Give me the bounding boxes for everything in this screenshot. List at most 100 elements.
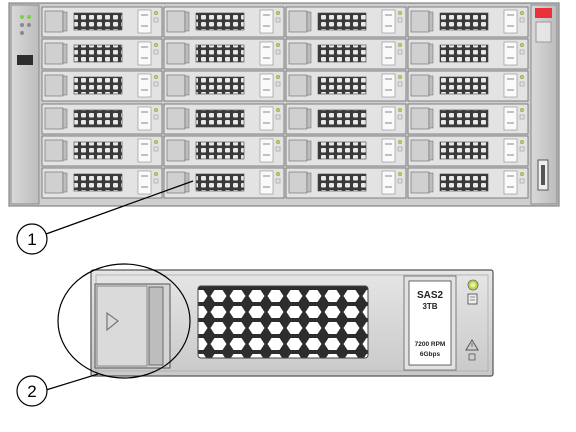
drive-bay[interactable] — [407, 38, 529, 70]
drive-bays — [41, 6, 529, 199]
drive-bay[interactable] — [163, 70, 285, 102]
release-latch[interactable] — [94, 283, 171, 369]
drive-bay-indicator-icon — [519, 49, 525, 55]
left-mounting-ear — [10, 4, 40, 205]
drive-bay-latch[interactable] — [44, 139, 64, 162]
drive-bay-vent — [195, 76, 245, 95]
drive-bay-latch[interactable] — [44, 74, 64, 97]
drive-bay-latch-edge — [428, 172, 434, 193]
drive-bay-label — [137, 138, 152, 163]
drive-bay[interactable] — [163, 167, 285, 199]
drive-bay-vent — [439, 109, 489, 128]
drive-bay[interactable] — [41, 103, 163, 135]
drive-bay-led-icon — [520, 43, 525, 48]
drive-bay[interactable] — [407, 167, 529, 199]
drive-bay-latch[interactable] — [166, 139, 186, 162]
drive-bay-led-icon — [520, 10, 525, 15]
right-ear-port-slot — [541, 165, 545, 185]
drive-bay[interactable] — [41, 6, 163, 38]
drive-bay-led-icon — [276, 171, 281, 176]
drive-bay-label — [503, 106, 518, 131]
warning-icon — [465, 339, 479, 351]
drive-bay-latch[interactable] — [288, 42, 308, 65]
drive-bay[interactable] — [285, 135, 407, 167]
drive-bay-vent — [317, 173, 367, 192]
drive-bay[interactable] — [285, 38, 407, 70]
drive-bay-label — [137, 41, 152, 66]
drive-bay[interactable] — [163, 38, 285, 70]
drive-bay-latch[interactable] — [44, 107, 64, 130]
drive-bay-latch[interactable] — [44, 10, 64, 33]
small-indicator-icon — [468, 353, 476, 361]
drive-bay-indicator-icon — [275, 178, 281, 184]
callout-1: 1 — [16, 180, 194, 255]
drive-bay-latch-edge — [428, 11, 434, 32]
drive-bay-latch[interactable] — [166, 74, 186, 97]
drive-bay-vent — [317, 76, 367, 95]
drive-bay[interactable] — [285, 6, 407, 38]
drive-bay-led-icon — [153, 10, 158, 15]
drive-bay-label — [137, 106, 152, 131]
drive-bay-led-icon — [520, 139, 525, 144]
drive-bay-latch-edge — [184, 75, 190, 96]
drive-bay-latch[interactable] — [166, 107, 186, 130]
brand-badge — [535, 8, 552, 18]
drive-bay-label — [259, 138, 274, 163]
drive-bay-latch[interactable] — [410, 139, 430, 162]
drive-bay-label — [259, 73, 274, 98]
drive-bay[interactable] — [407, 70, 529, 102]
drive-bay[interactable] — [41, 167, 163, 199]
drive-bay[interactable] — [163, 103, 285, 135]
drive-bay[interactable] — [407, 6, 529, 38]
drive-bay[interactable] — [41, 135, 163, 167]
drive-bay-indicator-icon — [397, 49, 403, 55]
drive-bay-latch[interactable] — [410, 42, 430, 65]
drive-bay[interactable] — [41, 38, 163, 70]
drive-bay-latch[interactable] — [410, 74, 430, 97]
drive-bay-indicator-icon — [397, 146, 403, 152]
drive-bay-latch-edge — [62, 108, 68, 129]
drive-bay-label — [259, 9, 274, 34]
drive-bay-indicator-icon — [275, 114, 281, 120]
drive-bay-latch[interactable] — [288, 10, 308, 33]
drive-bay[interactable] — [41, 70, 163, 102]
right-ear-vent — [535, 21, 552, 43]
drive-bay-indicator-icon — [275, 146, 281, 152]
drive-bay-latch[interactable] — [410, 171, 430, 194]
drive-bay-latch-edge — [428, 140, 434, 161]
drive-bay-latch[interactable] — [166, 42, 186, 65]
drive-bay-label — [503, 138, 518, 163]
drive-bay-label — [381, 9, 396, 34]
drive-bay[interactable] — [285, 70, 407, 102]
drive-bay-latch[interactable] — [288, 107, 308, 130]
chassis-led-icon — [27, 23, 31, 27]
drive-bay-led-icon — [520, 74, 525, 79]
drive-bay-led-icon — [153, 171, 158, 176]
drive-bay-latch[interactable] — [410, 107, 430, 130]
drive-bay-latch[interactable] — [166, 10, 186, 33]
drive-bay-indicator-icon — [153, 17, 159, 23]
callout-2: 2 — [16, 373, 99, 407]
drive-bay[interactable] — [285, 103, 407, 135]
drive-bay-vent — [195, 12, 245, 31]
drive-bay[interactable] — [285, 167, 407, 199]
drive-bay[interactable] — [163, 135, 285, 167]
drive-bay-indicator-icon — [153, 178, 159, 184]
callout-1-leader — [45, 180, 194, 235]
drive-bay-vent — [439, 173, 489, 192]
drive-bay-latch-edge — [62, 11, 68, 32]
callout-2-leader — [45, 373, 99, 391]
drive-bay[interactable] — [407, 135, 529, 167]
drive-bay-latch[interactable] — [288, 171, 308, 194]
drive-bay-latch[interactable] — [288, 74, 308, 97]
drive-bay[interactable] — [407, 103, 529, 135]
drive-bay-latch[interactable] — [410, 10, 430, 33]
drive-bay-vent — [73, 12, 123, 31]
drive-bay[interactable] — [163, 6, 285, 38]
drive-bay-label — [503, 9, 518, 34]
drive-bay-latch[interactable] — [44, 171, 64, 194]
drive-bay-latch[interactable] — [44, 42, 64, 65]
drive-bay-latch-edge — [62, 140, 68, 161]
drive-bay-latch[interactable] — [288, 139, 308, 162]
